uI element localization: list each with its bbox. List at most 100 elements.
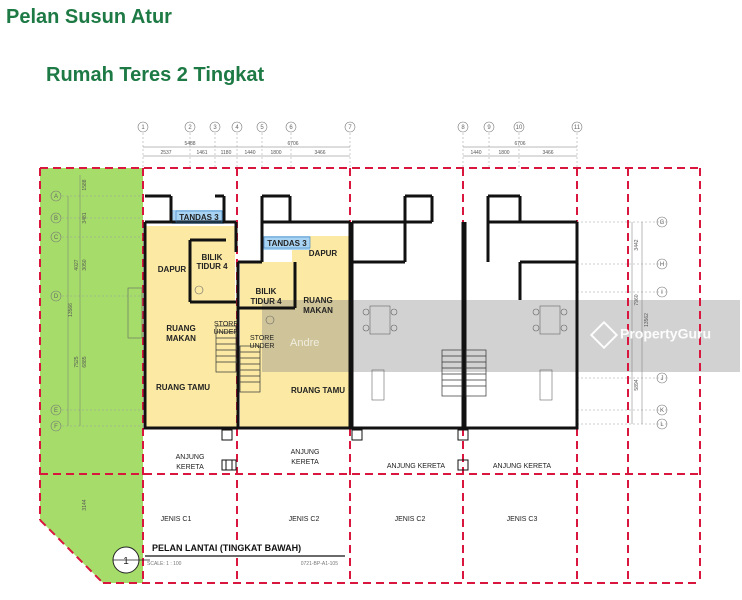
grid-lines — [62, 133, 668, 427]
grid-label-top: 5 — [260, 125, 264, 131]
grid-bubbles-top — [137, 121, 583, 133]
page-title: Pelan Susun Atur — [6, 6, 172, 28]
porch-label: ANJUNG KERETA — [493, 463, 552, 470]
room-label-dapur: DAPUR — [158, 265, 187, 274]
grid-label-top: 6 — [289, 125, 293, 131]
dimension-label: 5488 — [184, 141, 195, 147]
room-label-bilik: TIDUR 4 — [196, 262, 228, 271]
dimension-label: 3144 — [82, 499, 88, 510]
grid-label-right: K — [660, 408, 664, 414]
grid-label-top: 7 — [348, 125, 352, 131]
dimension-label: 3050 — [82, 259, 88, 270]
room-label-tamu: RUANG TAMU — [156, 383, 210, 392]
toilet-label: TANDAS 3 — [179, 213, 219, 222]
grid-label-right: J — [661, 376, 664, 382]
grid-label-left: C — [54, 235, 59, 241]
dimension-label: 1800 — [498, 150, 509, 156]
grid-label-top: 4 — [235, 125, 239, 131]
room-label-makan: RUANG — [166, 324, 195, 333]
grid-bubbles-left — [50, 190, 62, 432]
porch-label: KERETA — [291, 459, 319, 466]
dimension-label: 5894 — [634, 379, 640, 390]
diamond-icon — [589, 320, 619, 350]
toilet-fill-b — [262, 236, 310, 250]
grid-label-left: A — [54, 194, 58, 200]
grid-label-top: 3 — [213, 125, 217, 131]
room-fill-a-lower — [145, 302, 237, 428]
watermark-panel — [262, 300, 740, 372]
watermark-logo: PropertyGuru — [589, 320, 712, 350]
staircases — [215, 325, 487, 397]
plan-scale: SCALE: 1 : 100 — [147, 561, 182, 567]
room-label-makan: MAKAN — [303, 306, 333, 315]
room-label-store: STORE — [214, 321, 238, 328]
room-label-store: UNDER — [250, 343, 275, 350]
porch-label: ANJUNG — [176, 454, 205, 461]
dimension-label: 1588 — [82, 179, 88, 190]
room-label-bilik: BILIK — [202, 253, 223, 262]
grid-label-top: 9 — [487, 125, 491, 131]
room-label-bilik: TIDUR 4 — [250, 297, 282, 306]
grid-label-right: I — [661, 290, 663, 296]
drawing-marker-number: 1 — [123, 556, 129, 567]
unit-type-label: JENIS C2 — [395, 516, 426, 523]
room-label-makan: MAKAN — [166, 334, 196, 343]
unit-type-label: JENIS C3 — [507, 516, 538, 523]
porch-label: ANJUNG — [291, 449, 320, 456]
dimension-label: 3442 — [634, 239, 640, 250]
grid-label-left: B — [54, 216, 58, 222]
room-label-makan: RUANG — [303, 296, 332, 305]
grid-label-top: 11 — [574, 125, 581, 131]
dimension-label: 13566 — [68, 303, 74, 317]
dimension-label: 2537 — [160, 150, 171, 156]
grid-label-top: 2 — [188, 125, 192, 131]
plan-title-backdrop — [145, 541, 345, 554]
dimension-label: 3466 — [542, 150, 553, 156]
unit-type-label: JENIS C1 — [161, 516, 192, 523]
grid-label-left: E — [54, 408, 58, 414]
room-label-store: STORE — [250, 335, 274, 342]
page-subtitle: Rumah Teres 2 Tingkat — [46, 64, 265, 86]
room-label-tamu: RUANG TAMU — [291, 386, 345, 395]
porch-label: KERETA — [176, 464, 204, 471]
dimension-label: 7960 — [634, 294, 640, 305]
dimension-label: 3466 — [314, 150, 325, 156]
dimension-label: 1800 — [270, 150, 281, 156]
dimension-label: 13562 — [644, 313, 650, 327]
grid-label-right: H — [660, 262, 664, 268]
grid-label-right: L — [660, 422, 664, 428]
plan-title: PELAN LANTAI (TINGKAT BAWAH) — [152, 543, 301, 553]
side-lot-area — [40, 168, 143, 583]
porch-pillars — [221, 429, 469, 471]
grid-label-top: 1 — [141, 125, 145, 131]
grid-label-right: G — [660, 220, 665, 226]
grid-label-left: D — [54, 294, 59, 300]
room-label-store: UNDER — [214, 329, 239, 336]
toilet-label: TANDAS 3 — [267, 239, 307, 248]
dimension-label: 4027 — [74, 259, 80, 270]
furniture — [127, 285, 568, 401]
dimension-label: 3481 — [82, 212, 88, 223]
dimension-label: 7525 — [74, 356, 80, 367]
dimension-label: 1440 — [244, 150, 255, 156]
dimension-label: 1180 — [221, 150, 232, 156]
dimension-lines — [67, 146, 643, 426]
toilet-label-box-a — [175, 210, 223, 223]
grid-bubbles-right — [656, 216, 668, 430]
faint-watermark: Andre — [290, 337, 319, 349]
dimension-label: 1461 — [196, 150, 207, 156]
watermark-text: PropertyGuru — [620, 325, 712, 342]
grid-label-top: 10 — [516, 125, 523, 131]
grid-label-top: 8 — [461, 125, 465, 131]
toilet-label-box-b — [263, 236, 311, 249]
unit-type-label: JENIS C2 — [289, 516, 320, 523]
dimension-label: 6706 — [514, 141, 525, 147]
room-label-bilik: BILIK — [256, 287, 277, 296]
drawing-number: 0721-BP-A1-105 — [301, 561, 338, 567]
grid-label-left: F — [54, 424, 58, 430]
dimension-label: 1440 — [470, 150, 481, 156]
porch-label: ANJUNG KERETA — [387, 463, 446, 470]
room-label-dapur: DAPUR — [309, 249, 338, 258]
dimension-label: 6885 — [82, 356, 88, 367]
